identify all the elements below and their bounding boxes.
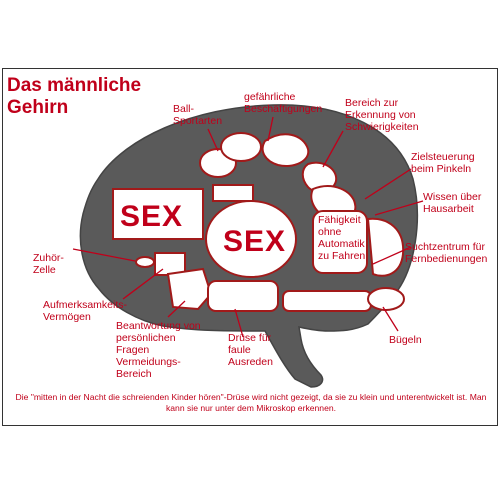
leader-remote [372,246,412,265]
diagram-title: Das männliche Gehirn [7,75,142,118]
label-attention: Aufmerksamkeits- Vermögen [43,299,128,323]
label-difficulties: Bereich zur Erkennung von Schwierigkeite… [345,97,419,133]
sex-small-label: SEX [223,225,287,258]
label-aim: Zielsteuerung beim Pinkeln [411,151,475,175]
label-ball-sports: Ball- Sportarten [173,103,223,127]
region-questions [166,267,213,311]
leader-questions [167,300,186,318]
leader-ball [207,128,219,152]
label-listen: Zuhör- Zelle [33,252,64,276]
label-questions: Beantwortung von persönlichen Fragen Ver… [116,320,201,380]
leader-dangerous [267,116,274,142]
region-dangerous-jobs-2 [261,133,310,167]
leader-ironing [382,306,399,332]
region-small-mid [212,184,254,202]
region-listen [135,256,155,268]
label-dangerous-jobs: gefährliche Beschäftigungen [244,91,323,115]
label-driving: Fähigkeit ohne Automatik zu Fahren [318,214,366,262]
leader-housework [374,200,424,216]
region-excuses [207,280,279,312]
diagram-frame: Das männliche Gehirn SEX SEX Ball- Sport… [2,68,498,426]
region-fahren [312,210,368,274]
leader-excuses [234,308,244,338]
region-bottom-right [367,287,405,311]
footnote: Die "mitten in der Nacht die schreienden… [15,392,487,413]
brain-diagram [72,104,424,388]
region-remote-control [366,217,405,277]
label-excuses: Drüse für faule Ausreden [228,332,273,368]
leader-difficulties [322,130,344,168]
region-dangerous-jobs [220,132,262,162]
sex-large-label: SEX [120,200,184,233]
region-sex-large [112,188,204,240]
region-ironing [282,290,372,312]
label-remote: Suchtzentrum für Fernbedienungen [405,241,488,265]
leader-listen [72,248,136,262]
leader-aim [364,168,412,200]
label-housework: Wissen über Hausarbeit [423,191,482,215]
leader-attention [122,268,164,300]
label-ironing: Bügeln [389,334,422,346]
